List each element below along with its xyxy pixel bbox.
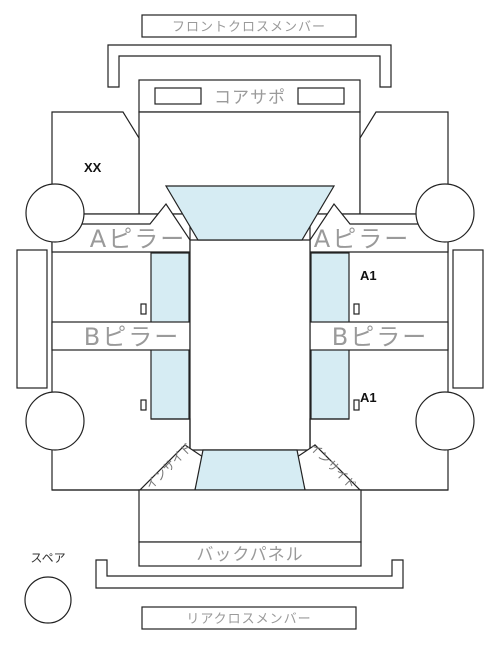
b-pillar-right-label: Bピラー — [332, 323, 428, 351]
rear-cross-member-label: リアクロスメンバー — [186, 612, 311, 627]
mark-right-lower: A1 — [360, 390, 377, 405]
trunk[interactable] — [138, 489, 362, 543]
rear-left-wheel[interactable] — [25, 391, 85, 451]
roof[interactable] — [189, 239, 311, 451]
mark-front-left: XX — [84, 160, 102, 175]
spare-tire[interactable] — [24, 576, 72, 624]
left-rocker-panel[interactable] — [16, 249, 48, 389]
right-front-door-handle — [353, 303, 360, 315]
b-pillar-left-label: Bピラー — [84, 323, 180, 351]
core-support-left-slot — [154, 87, 202, 105]
rear-window[interactable] — [194, 449, 306, 491]
spare-label: スペア — [30, 551, 65, 565]
b-pillar-left[interactable] — [51, 321, 191, 351]
b-pillar-right[interactable] — [309, 321, 449, 351]
front-cross-member[interactable] — [107, 44, 392, 88]
core-support-label: コアサポ — [214, 88, 286, 108]
right-rocker-panel[interactable] — [452, 249, 484, 389]
back-panel[interactable] — [138, 541, 362, 567]
front-right-wheel[interactable] — [415, 183, 475, 243]
a-pillar-right-label: Aピラー — [314, 225, 410, 253]
rear-cross-member-box[interactable] — [141, 606, 357, 630]
rear-right-wheel[interactable] — [415, 391, 475, 451]
back-panel-label: バックパネル — [196, 545, 303, 565]
right-rear-door-handle — [353, 399, 360, 411]
front-cross-member-label: フロントクロスメンバー — [172, 20, 326, 35]
left-front-door-handle — [140, 303, 147, 315]
front-left-wheel[interactable] — [25, 183, 85, 243]
a-pillar-left-label: Aピラー — [90, 225, 186, 253]
core-support-right-slot — [297, 87, 345, 105]
mark-right-upper: A1 — [360, 268, 377, 283]
left-rear-door-handle — [140, 399, 147, 411]
front-cross-member-box[interactable] — [141, 14, 357, 38]
front-windshield[interactable] — [164, 185, 336, 241]
rear-cross-member[interactable] — [95, 559, 404, 589]
